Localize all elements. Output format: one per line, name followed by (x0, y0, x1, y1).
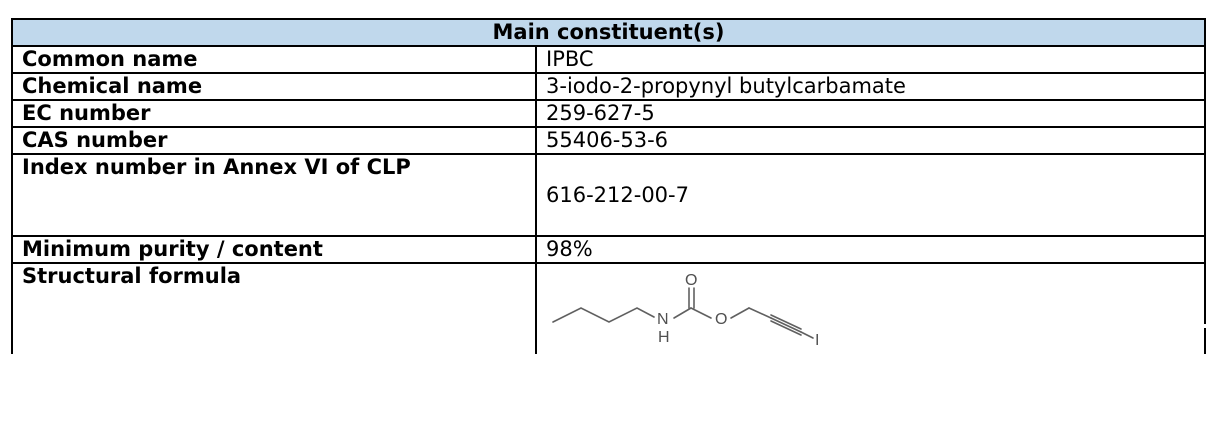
table-row-structural-formula: Structural formula (11, 262, 1207, 354)
row-label: Minimum purity / content (11, 235, 537, 264)
row-label: Index number in Annex VI of CLP (11, 153, 537, 237)
table-row-minimum-purity: Minimum purity / content 98% (11, 235, 1207, 264)
row-label: CAS number (11, 126, 537, 155)
triple-bond-c (770, 320, 802, 336)
methylene-bond (748, 307, 772, 319)
main-constituents-table: Main constituent(s) Common name IPBC Che… (10, 18, 1207, 354)
row-label: Chemical name (11, 72, 537, 101)
row-value: IPBC (534, 45, 1207, 74)
table-row-index-number: Index number in Annex VI of CLP 616-212-… (11, 153, 1207, 237)
nitrogen-atom-label: N (657, 311, 669, 328)
triple-bond-a (770, 314, 802, 330)
border-gap (868, 324, 1207, 328)
row-label: Common name (11, 45, 537, 74)
table-header-row: Main constituent(s) (10, 18, 1207, 47)
hydrogen-atom-label: H (658, 329, 670, 346)
row-value: 98% (534, 235, 1207, 264)
butyl-chain-bond (552, 307, 655, 323)
row-label: Structural formula (11, 262, 537, 354)
table-row-common-name: Common name IPBC (11, 45, 1207, 74)
iodine-bond (800, 331, 814, 339)
row-value: 616-212-00-7 (534, 153, 1207, 237)
ester-bond (690, 307, 712, 319)
iodine-atom-label: I (815, 332, 819, 348)
amide-bond (673, 307, 692, 319)
table-header: Main constituent(s) (10, 18, 1207, 47)
table-row-chemical-name: Chemical name 3-iodo-2-propynyl butylcar… (11, 72, 1207, 101)
row-label: EC number (11, 99, 537, 128)
ester-oxygen-label: O (715, 311, 727, 328)
row-value: 259-627-5 (534, 99, 1207, 128)
row-value: 3-iodo-2-propynyl butylcarbamate (534, 72, 1207, 101)
structural-formula-diagram: O N H O I (552, 272, 819, 348)
table-row-ec-number: EC number 259-627-5 (11, 99, 1207, 128)
oxygen-atom-label: O (685, 272, 697, 289)
triple-bond-b (770, 317, 802, 333)
row-value: 55406-53-6 (534, 126, 1207, 155)
ester-ch2-bond (730, 307, 750, 319)
table-row-cas-number: CAS number 55406-53-6 (11, 126, 1207, 155)
structural-formula-cell: O N H O I (534, 262, 1207, 354)
